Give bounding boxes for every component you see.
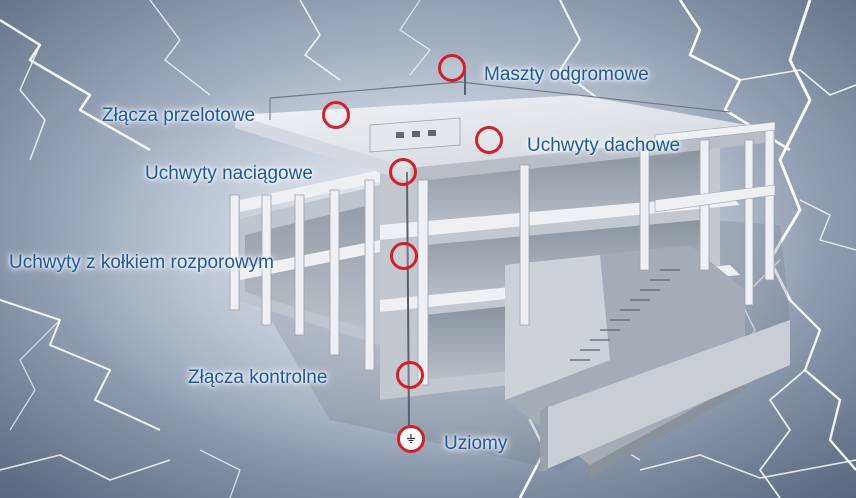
marker-uchwyty-dachowe <box>475 126 503 154</box>
label-uziomy: Uziomy <box>444 433 508 454</box>
label-zlacza-przelotowe: Złącza przelotowe <box>102 105 256 126</box>
marker-uziomy <box>397 425 425 453</box>
marker-uchwyty-naciagowe <box>389 158 417 186</box>
marker-uchwyty-kolek <box>390 242 418 270</box>
label-maszty-odgromowe: Maszty odgromowe <box>484 64 649 85</box>
label-uchwyty-naciagowe: Uchwyty naciągowe <box>145 163 313 184</box>
marker-zlacza-przelotowe <box>322 101 350 129</box>
label-uchwyty-kolek: Uchwyty z kołkiem rozporowym <box>9 252 274 273</box>
marker-maszty-odgromowe <box>438 54 466 82</box>
label-zlacza-kontrolne: Złącza kontrolne <box>188 367 328 388</box>
marker-zlacza-kontrolne <box>396 361 424 389</box>
ground-symbol-icon <box>407 434 415 444</box>
label-uchwyty-dachowe: Uchwyty dachowe <box>527 135 681 156</box>
building-model <box>229 70 790 478</box>
